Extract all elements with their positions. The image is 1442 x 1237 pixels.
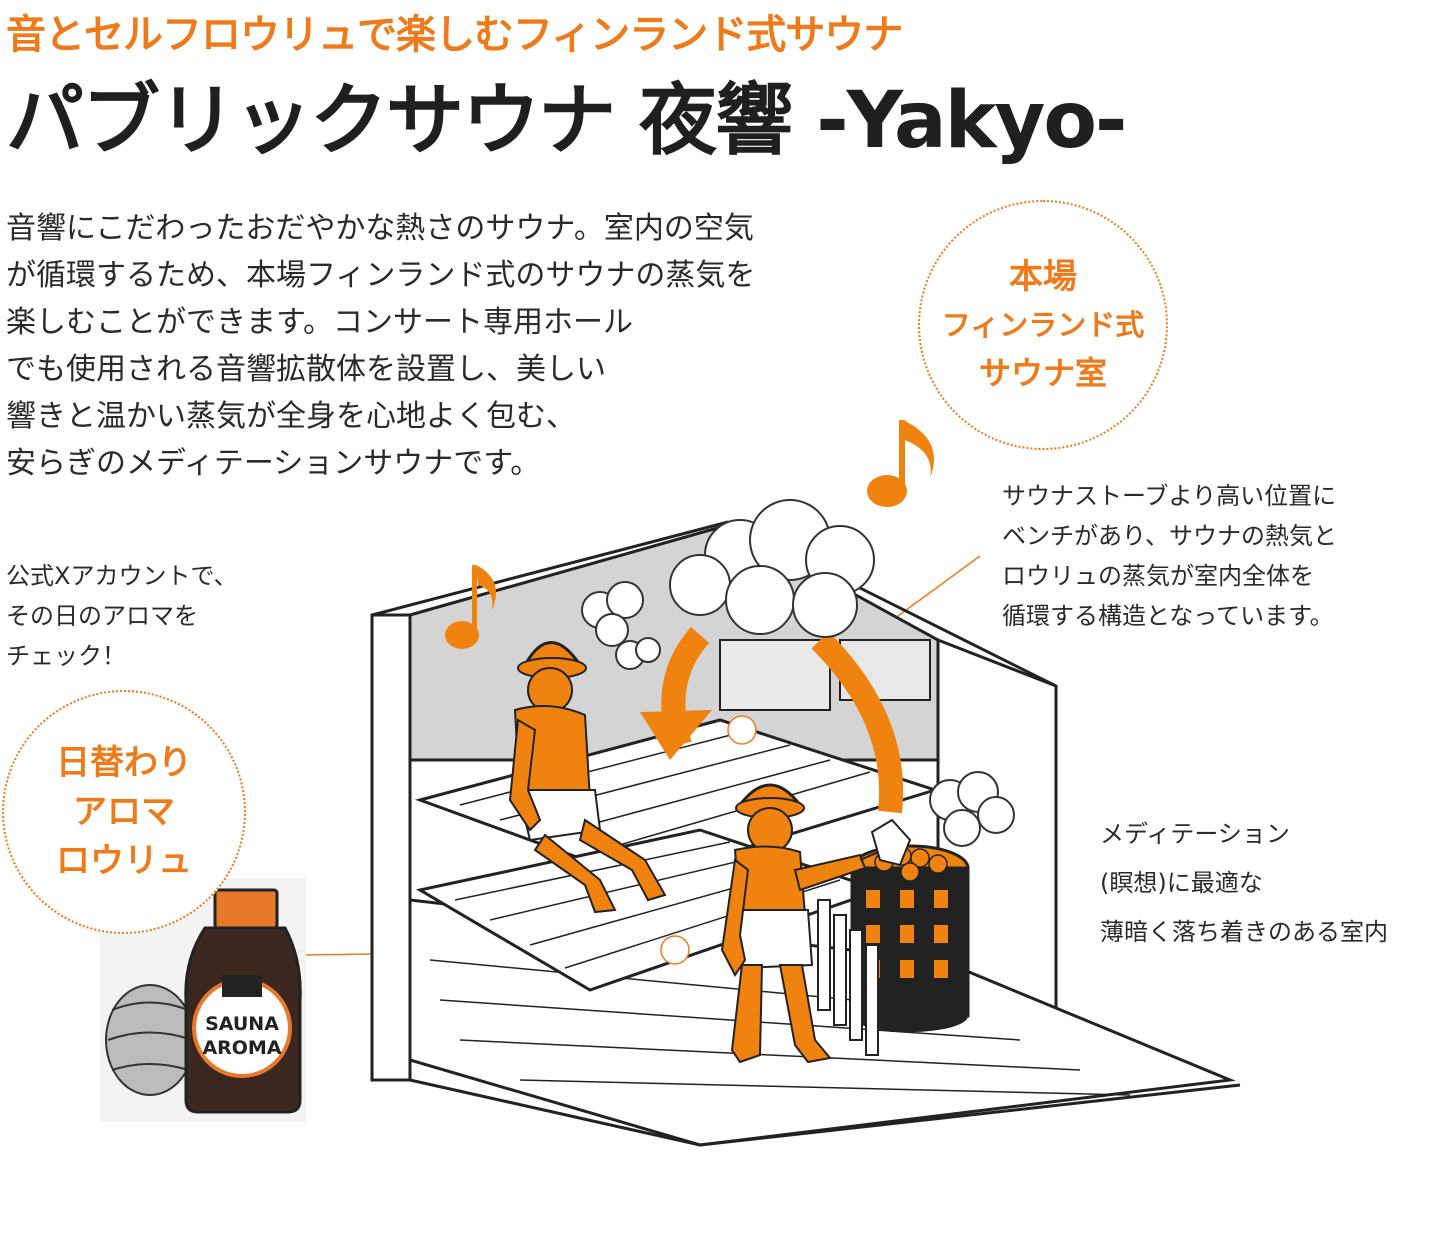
description: 音響にこだわったおだやかな熱さのサウナ。室内の空気 が循環するため、本場フィンラ… [6,205,876,487]
note-line: サウナストーブより高い位置に [1002,482,1337,510]
hops-icon [105,984,195,1096]
description-line: 響きと温かい蒸気が全身を心地よく包む、 [6,399,576,434]
bottle-label-line2: AROMA [202,1037,281,1059]
description-line: でも使用される音響拡散体を設置し、美しい [6,352,606,387]
leader-dot [727,715,757,745]
note-line: ベンチがあり、サウナの熱気と [1002,522,1338,550]
note-line: 薄暗く落ち着きのある室内 [1100,918,1388,946]
stove-guard [817,899,879,1056]
steam-cloud [669,499,875,638]
floor-front-left [409,1078,701,1147]
left-wall [370,613,412,1082]
description-line: が循環するため、本場フィンランド式のサウナの蒸気を [6,258,756,293]
note-x-account: 公式Xアカウントで、 その日のアロマを チェック！ [6,556,237,676]
note-stove: サウナストーブより高い位置に ベンチがあり、サウナの熱気と ロウリュの蒸気が室内… [1002,476,1337,636]
badge-line: アロマ [73,791,175,832]
steam-cloud-small [581,581,661,670]
music-note-icon [445,565,497,649]
note-line: チェック！ [6,642,126,670]
airflow-arrow [811,631,904,814]
badge-line: 日替わり [56,742,192,783]
acoustic-diffuser [719,639,831,711]
steam-cloud-stove [929,771,1015,847]
badge-line: サウナ室 [978,354,1107,392]
standing-person [720,783,867,1064]
note-line: 公式Xアカウントで、 [6,562,238,590]
note-line: その日のアロマを [6,602,198,630]
note-line: 循環する構造となっています。 [1002,602,1334,630]
description-line: 安らぎのメディテーションサウナです。 [6,446,541,481]
description-line: 音響にこだわったおだやかな熱さのサウナ。室内の空気 [6,211,754,246]
tagline: 音とセルフロウリュで楽しむフィンランド式サウナ [6,12,903,58]
airflow-arrowhead [640,710,712,760]
badge-line: ロウリュ [56,840,192,881]
badge-line: 本場 [1009,257,1077,297]
sitting-person [508,641,667,914]
ladle [859,818,912,867]
description-line: 楽しむことができます。コンサート専用ホール [6,305,633,340]
page-title: パブリックサウナ 夜響 -Yakyo- [6,76,1127,166]
music-note-icon [867,420,934,507]
bottle-label-line1: SAUNA [205,1013,279,1035]
note-line: メディテーション [1100,820,1290,848]
badge-daily-aroma: 日替わり アロマ ロウリュ [2,690,246,934]
note-line: (瞑想)に最適な [1100,869,1263,897]
note-line: ロウリュの蒸気が室内全体を [1002,562,1314,590]
badge-line: フィンランド式 [941,308,1145,342]
badge-finnish-sauna: 本場 フィンランド式 サウナ室 [918,200,1168,450]
floor-front-edge [699,1083,1241,1147]
left-wall-edge [371,520,729,617]
note-meditation: メディテーション (瞑想)に最適な 薄暗く落ち着きのある室内 [1100,810,1388,957]
leader-dot [660,935,690,965]
